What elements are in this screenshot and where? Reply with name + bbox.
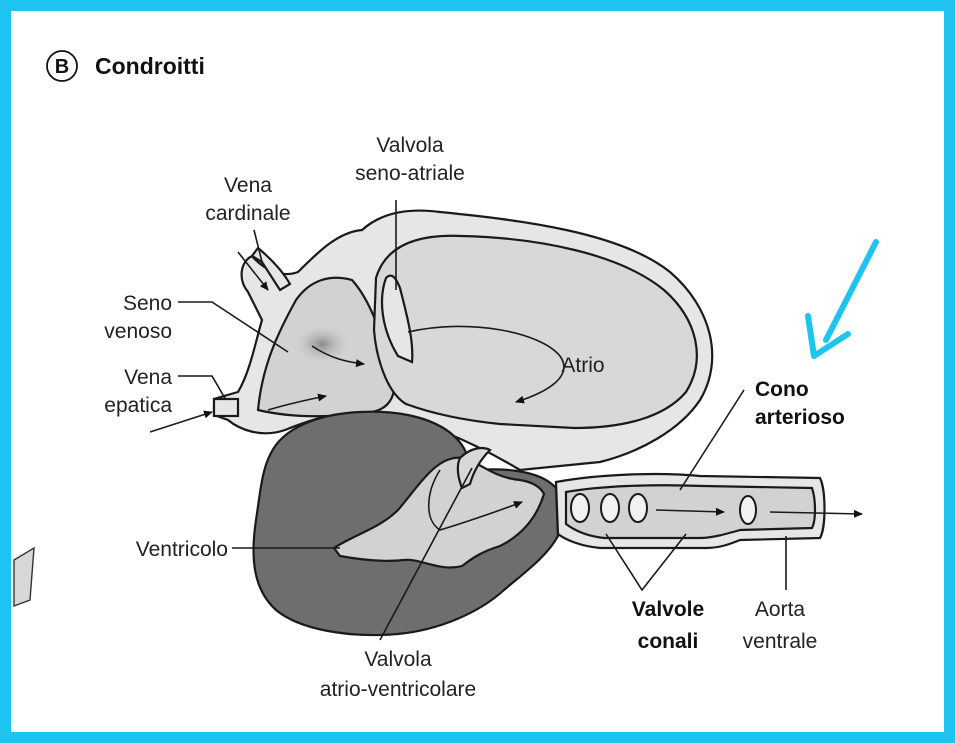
- label-seno-venoso-1: Seno: [123, 292, 172, 315]
- label-valvola-seno-atriale-1: Valvola: [376, 134, 444, 157]
- label-vena-cardinale-2: cardinale: [205, 202, 290, 225]
- highlight-arrow: [808, 242, 876, 356]
- panel-letter: B: [55, 56, 69, 78]
- label-valvole-conali-1: Valvole: [632, 598, 704, 621]
- label-aorta-ventrale-2: ventrale: [743, 630, 818, 653]
- left-edge-fragment: [14, 548, 34, 606]
- vena-epatica-stub: [214, 399, 238, 416]
- label-valvola-atrio-ventricolare-2: atrio-ventricolare: [320, 678, 476, 701]
- panel-title: Condroitti: [95, 53, 205, 79]
- label-vena-epatica-2: epatica: [104, 394, 172, 417]
- label-vena-cardinale-1: Vena: [224, 174, 272, 197]
- label-valvole-conali-2: conali: [638, 630, 699, 653]
- label-cono-arterioso-1: Cono: [755, 378, 809, 401]
- label-seno-venoso-2: venoso: [104, 320, 172, 343]
- label-valvola-seno-atriale-2: seno-atriale: [355, 162, 465, 185]
- label-cono-arterioso-2: arterioso: [755, 406, 845, 429]
- label-ventricolo: Ventricolo: [136, 538, 228, 561]
- panel-header: B Condroitti: [47, 51, 205, 81]
- seno-venoso-shading: [292, 324, 352, 364]
- label-valvola-atrio-ventricolare-1: Valvola: [364, 648, 432, 671]
- label-aorta-ventrale-1: Aorta: [755, 598, 806, 621]
- label-atrio: Atrio: [561, 354, 604, 377]
- label-vena-epatica-1: Vena: [124, 366, 172, 389]
